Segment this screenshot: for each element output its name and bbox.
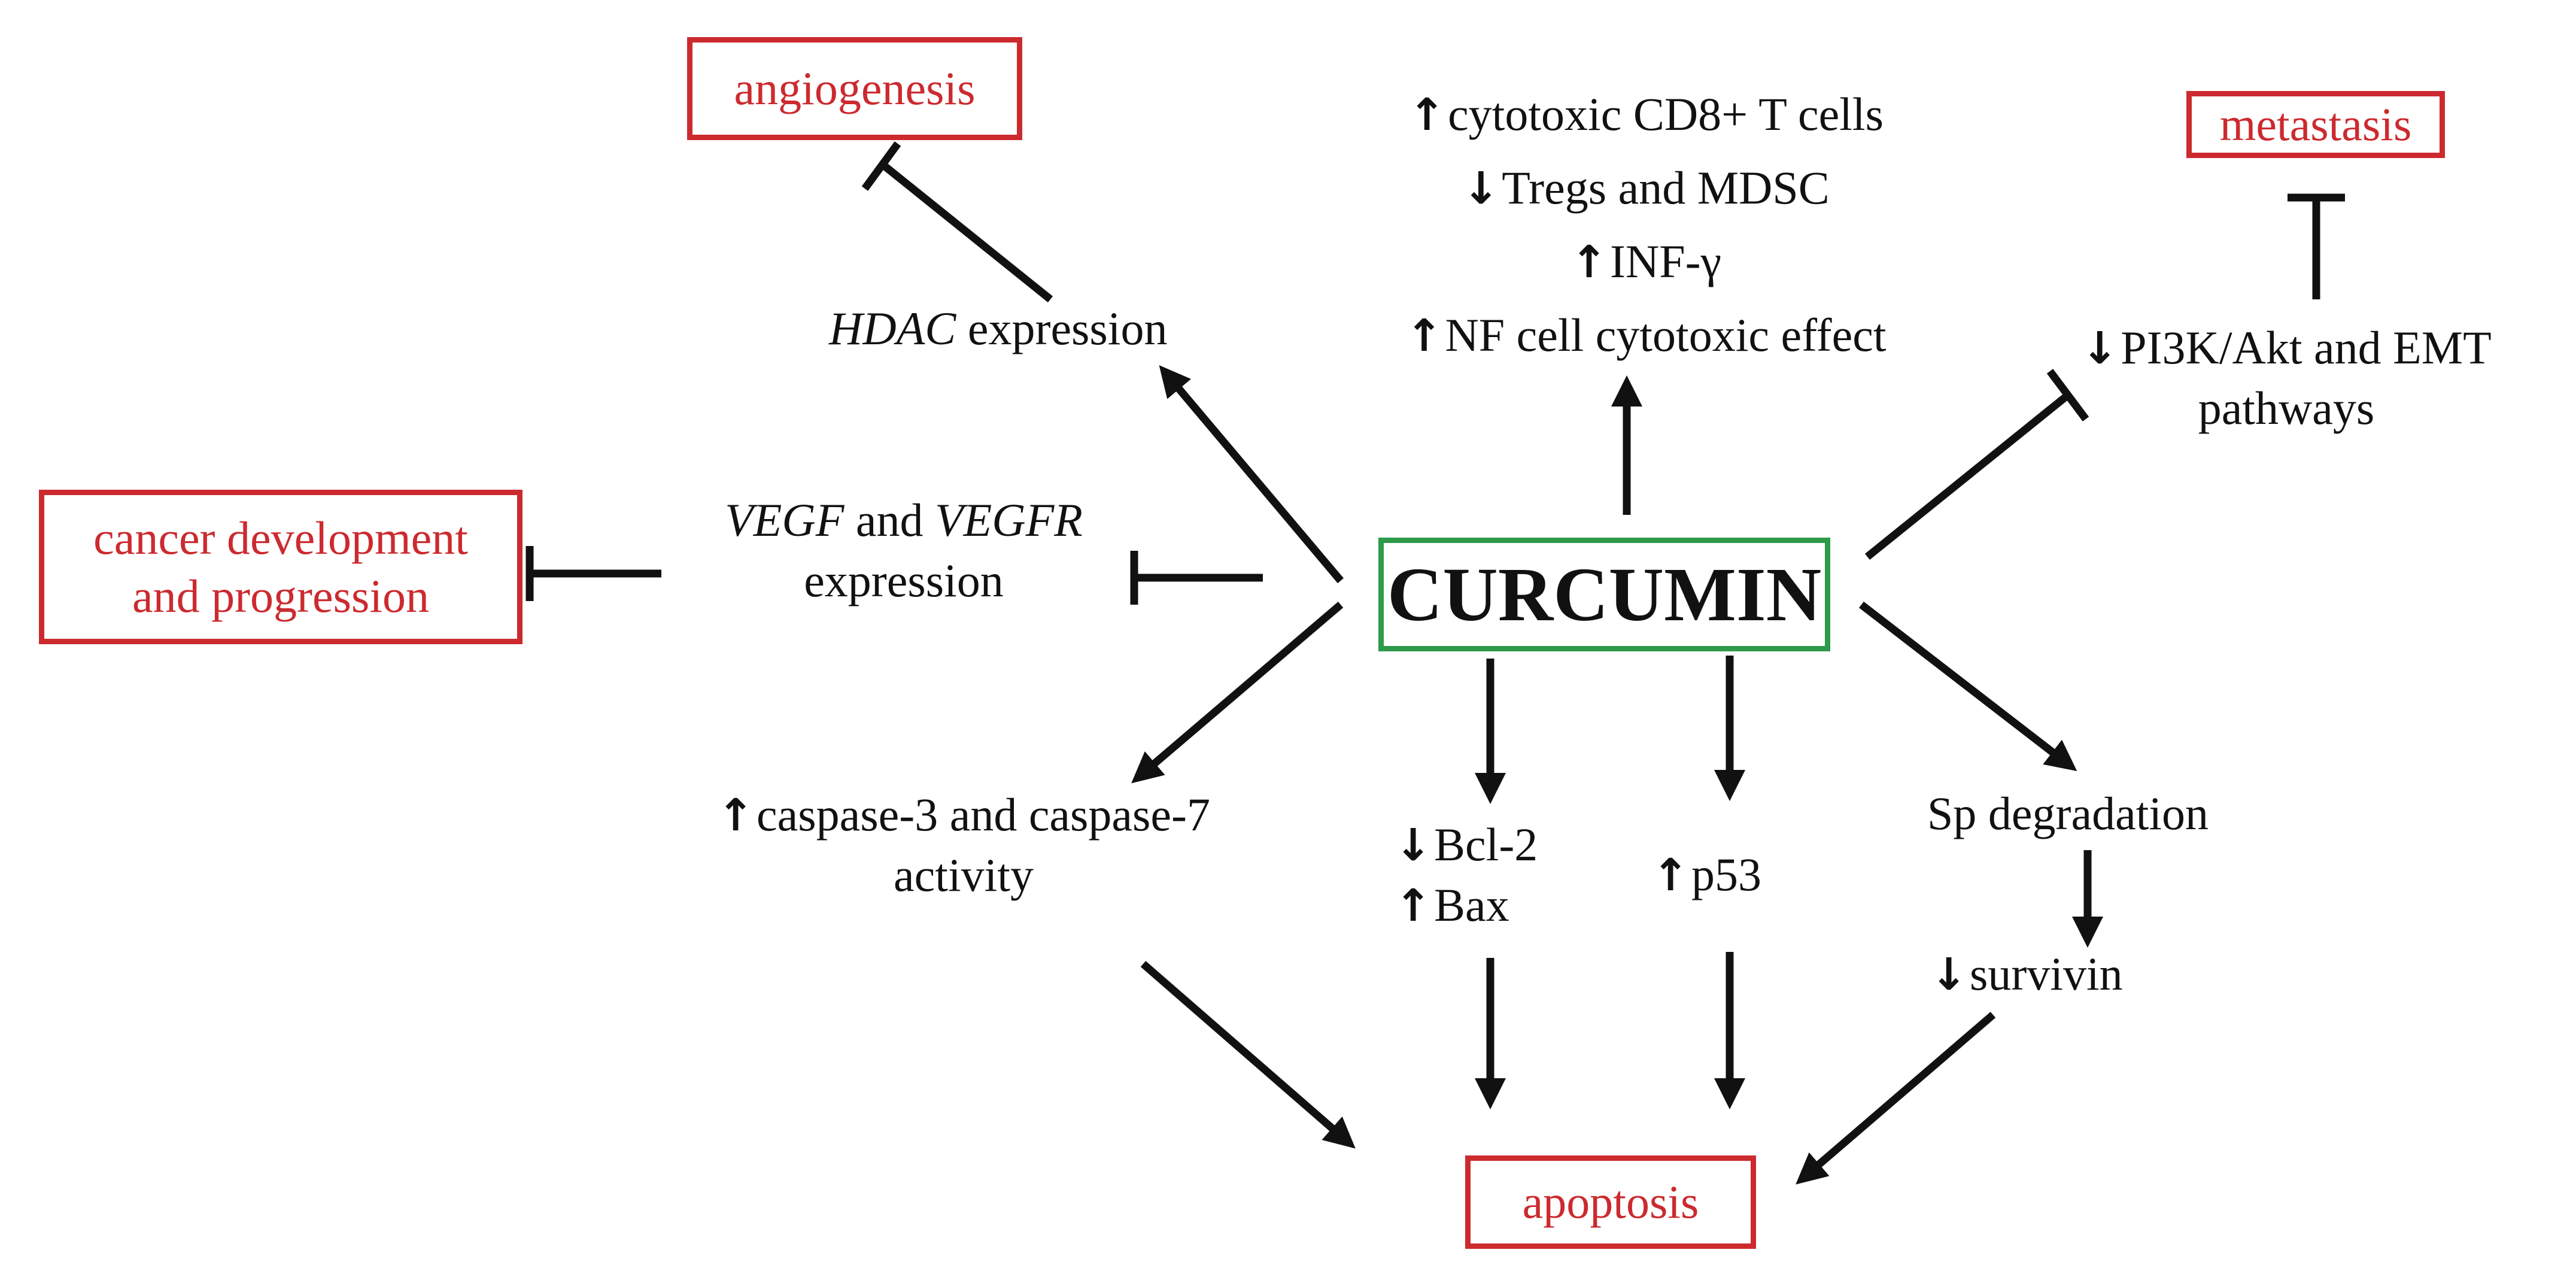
sp-text: Sp degradation (1927, 787, 2209, 839)
bcl2-text: Bcl-2 (1434, 818, 1538, 870)
inhibit-hdac-angiogenesis (880, 161, 1053, 303)
inhibit-curcumin-pi3k (1864, 392, 2071, 560)
pi3k-label: ↓PI3K/Akt and EMT pathways (2011, 317, 2562, 439)
immune-nf: NF cell cytotoxic effect (1445, 309, 1887, 361)
down-arrow-icon: ↓ (2081, 323, 2119, 374)
immune-line4: ↑NF cell cytotoxic effect (1317, 299, 1975, 372)
bcl2-bax-label: ↓Bcl-2 ↑Bax (1395, 814, 1538, 936)
arrow-caspase-to-apoptosis (1140, 961, 1356, 1149)
immune-line1: ↑cytotoxic CD8+ T cells (1317, 78, 1975, 151)
caspase-line2: activity (894, 849, 1034, 902)
survivin-label: ↓survivin (1930, 944, 2123, 1004)
bcl2-line: ↓Bcl-2 (1395, 814, 1538, 875)
pi3k-text: PI3K/Akt and EMT (2121, 321, 2492, 374)
up-arrow-icon: ↑ (717, 790, 755, 841)
caspase-label: ↑caspase-3 and caspase-7 activity (700, 784, 1227, 906)
down-arrow-icon: ↓ (1930, 949, 1968, 1000)
immune-tregs: Tregs and MDSC (1502, 162, 1830, 214)
metastasis-label: metastasis (2219, 98, 2412, 151)
angiogenesis-box: angiogenesis (687, 37, 1022, 140)
up-arrow-icon: ↑ (1652, 850, 1690, 901)
metastasis-box: metastasis (2186, 91, 2445, 158)
cancer-development-line2: and progression (132, 570, 430, 622)
up-arrow-icon: ↑ (1570, 236, 1608, 288)
down-arrow-icon: ↓ (1462, 163, 1500, 214)
inhibit-hdac-angiogenesis-bar (861, 141, 901, 191)
caspase-text: caspase-3 and caspase-7 (757, 788, 1210, 841)
sp-degradation-label: Sp degradation (1927, 783, 2209, 844)
arrow-survivin-to-apoptosis (1796, 1012, 1996, 1185)
vegf-line2: expression (804, 554, 1004, 607)
apoptosis-box: apoptosis (1465, 1155, 1756, 1249)
vegf-label: VEGF and VEGFR expression (670, 490, 1137, 611)
bax-line: ↑Bax (1395, 875, 1538, 935)
inhibit-curcumin-pi3k-bar (2046, 369, 2089, 421)
immune-effects-label: ↑cytotoxic CD8+ T cells ↓Tregs and MDSC … (1317, 78, 1975, 372)
vegf-and: and (844, 494, 935, 546)
arrow-curcumin-to-sp (1859, 601, 2077, 771)
hdac-expression-label: HDAC expression (829, 298, 1167, 359)
pi3k-line2: pathways (2198, 382, 2375, 435)
apoptosis-label: apoptosis (1522, 1176, 1699, 1228)
vegf-line1: VEGF and VEGFR (670, 490, 1137, 550)
immune-line3: ↑INF-γ (1317, 225, 1975, 299)
angiogenesis-label: angiogenesis (734, 62, 976, 115)
bax-text: Bax (1434, 879, 1509, 932)
caspase-line1: ↑caspase-3 and caspase-7 (700, 784, 1227, 845)
survivin-text: survivin (1970, 948, 2123, 1000)
immune-inf: INF-γ (1609, 235, 1722, 287)
arrow-curcumin-to-hdac (1159, 365, 1344, 584)
curcumin-box: CURCUMIN (1378, 538, 1830, 651)
cancer-development-line1: cancer development (93, 511, 468, 564)
down-arrow-icon: ↓ (1395, 820, 1432, 871)
up-arrow-icon: ↑ (1405, 310, 1443, 362)
p53-label: ↑p53 (1652, 844, 1761, 905)
p53-text: p53 (1691, 848, 1762, 900)
curcumin-label: CURCUMIN (1387, 551, 1822, 637)
vegf-gene: VEGF (725, 494, 845, 546)
immune-line2: ↓Tregs and MDSC (1317, 151, 1975, 225)
arrow-curcumin-to-caspase (1131, 602, 1344, 784)
up-arrow-icon: ↑ (1395, 880, 1432, 932)
pi3k-line1: ↓PI3K/Akt and EMT (2011, 317, 2562, 378)
vegfr-gene: VEGFR (934, 494, 1083, 546)
immune-cd8: cytotoxic CD8+ T cells (1448, 88, 1884, 140)
hdac-gene: HDAC (829, 302, 956, 354)
up-arrow-icon: ↑ (1408, 89, 1446, 141)
hdac-expression-text: expression (956, 302, 1168, 354)
cancer-development-box: cancer development and progression (39, 490, 523, 644)
